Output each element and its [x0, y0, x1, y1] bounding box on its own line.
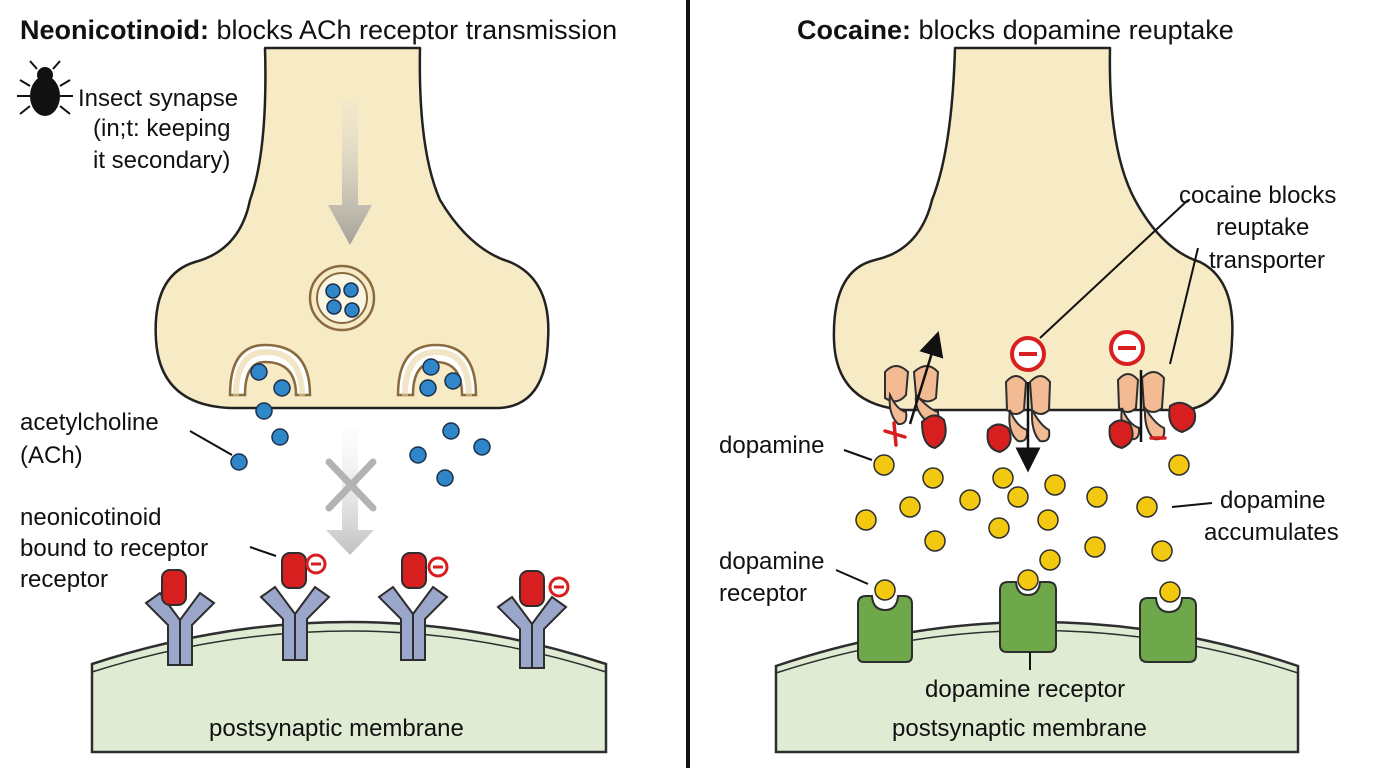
insect-synapse-label: Insect synapse: [78, 85, 238, 112]
receptor-label-line-2: receptor: [719, 580, 807, 607]
cocaine-label-line-2: reuptake: [1216, 214, 1309, 241]
ach-receptor-1: [144, 569, 216, 666]
ach-receptor-2: [259, 552, 331, 661]
neonic-label-line-1: neonicotinoid: [20, 504, 161, 531]
left-title-bold: Neonicotinoid:: [20, 15, 209, 45]
receptor-bottom-label: dopamine receptor: [925, 676, 1125, 703]
receptor-leader-line: [835, 569, 869, 585]
ach-label-line-1: acetylcholine: [20, 409, 159, 436]
left-title: Neonicotinoid: blocks ACh receptor trans…: [20, 15, 617, 45]
accumulates-label-line-1: dopamine: [1220, 487, 1325, 514]
dopamine-label: dopamine: [719, 432, 824, 459]
left-flow-arrow: [328, 100, 372, 245]
neonic-label-line-2: bound to receptor: [20, 535, 208, 562]
ach-particles: [230, 358, 491, 487]
insect-note-line-1: (in;t: keeping: [93, 115, 230, 142]
insect-note-line-2: it secondary): [93, 147, 230, 174]
left-vesicle: [308, 264, 376, 332]
transporter-1: [883, 331, 947, 450]
accumulates-leader-line: [1171, 502, 1213, 508]
transporter-3: [1108, 247, 1199, 450]
ach-label-line-2: (ACh): [20, 442, 83, 469]
accumulates-label-line-2: accumulates: [1204, 519, 1339, 546]
left-membrane-label: postsynaptic membrane: [209, 715, 464, 742]
dopamine-leader-line: [843, 449, 873, 461]
dopamine-receptor-1: [857, 579, 913, 663]
cocaine-label-line-1: cocaine blocks: [1179, 182, 1336, 209]
insect-icon: [17, 60, 73, 116]
right-panel: Cocaine: blocks dopamine reuptake: [719, 15, 1339, 754]
left-panel: Neonicotinoid: blocks ACh receptor trans…: [17, 15, 617, 754]
dopamine-receptor-3: [1139, 581, 1197, 663]
receptor-label-line-1: dopamine: [719, 548, 824, 575]
right-title-rest: blocks dopamine reuptake: [911, 15, 1234, 45]
right-membrane-label: postsynaptic membrane: [892, 715, 1147, 742]
cocaine-label-line-3: transporter: [1209, 247, 1325, 274]
blocked-transmission-arrow: [325, 430, 377, 555]
right-title: Cocaine: blocks dopamine reuptake: [797, 15, 1234, 45]
neonic-label-line-3: receptor: [20, 566, 108, 593]
neonic-leader-line: [249, 546, 277, 557]
ach-receptor-4: [496, 570, 570, 669]
dopamine-particles: [855, 454, 1190, 571]
ach-leader-line: [189, 430, 233, 456]
ach-receptor-3: [377, 552, 449, 661]
left-title-rest: blocks ACh receptor transmission: [209, 15, 617, 45]
dopamine-receptor-2: [999, 569, 1057, 653]
right-presynaptic-terminal: [832, 46, 1234, 412]
transporter-2: [986, 199, 1189, 473]
right-title-bold: Cocaine:: [797, 15, 911, 45]
